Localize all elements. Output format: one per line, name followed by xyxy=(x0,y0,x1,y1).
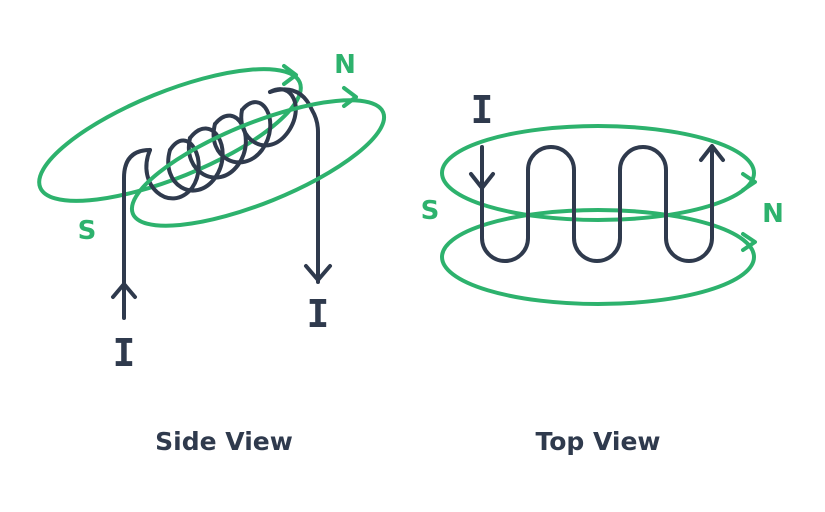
top-view-caption: Top View xyxy=(535,427,660,456)
side-view-current-out-arrow xyxy=(304,264,332,282)
top-view-current-arrow-up xyxy=(699,144,725,162)
side-view-field-loop-front xyxy=(129,98,387,228)
top-view-north-label: N xyxy=(762,199,784,229)
top-view-field-loop-upper xyxy=(440,124,756,222)
top-view-field-loop-lower xyxy=(440,208,756,306)
side-view-coil xyxy=(122,87,320,320)
side-view-wire-out xyxy=(268,87,320,284)
side-view-field-loop-back xyxy=(37,67,303,203)
side-view-coil-loop xyxy=(211,100,273,165)
side-view-field-arrow xyxy=(342,86,358,108)
top-view-current-label: I xyxy=(471,88,494,132)
side-view-current-out-label: I xyxy=(307,292,330,336)
top-view-serpentine-wire xyxy=(480,145,714,263)
side-view-north-label: N xyxy=(334,50,356,80)
side-view-current-in-arrow xyxy=(111,282,137,299)
side-view-south-label: S xyxy=(78,216,97,246)
top-view-south-label: S xyxy=(421,196,440,226)
top-view-field-arrow xyxy=(741,232,757,252)
side-view-current-in-label: I xyxy=(113,331,136,375)
top-view-panel: I S N Top View xyxy=(421,88,784,456)
side-view-panel: N S I I Side View xyxy=(37,50,387,456)
top-view-current-arrow-down xyxy=(469,172,495,190)
side-view-caption: Side View xyxy=(155,427,293,456)
side-view-coil-loop xyxy=(186,113,248,180)
side-view-wire-in xyxy=(122,148,152,320)
top-view-field-arrow xyxy=(741,172,757,192)
side-view-field-arrow xyxy=(282,64,298,86)
